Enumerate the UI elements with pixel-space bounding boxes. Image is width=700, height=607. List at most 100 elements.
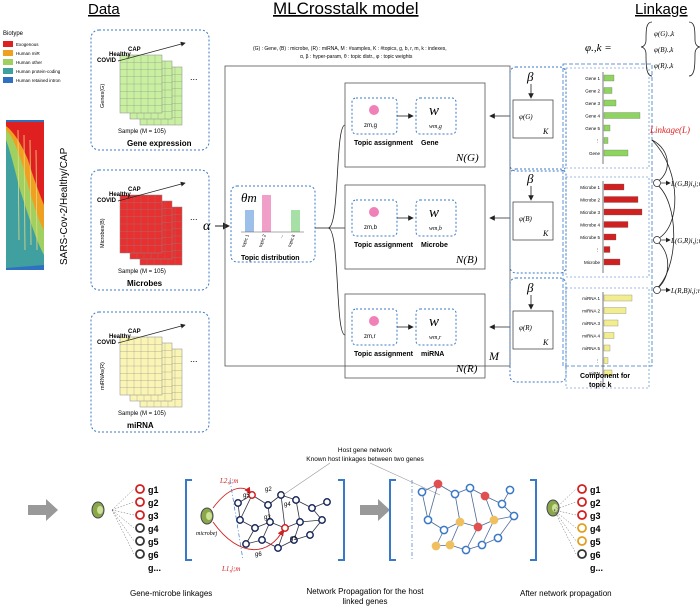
plate-z-label: zm,g xyxy=(364,123,377,129)
beta-symbol: β xyxy=(526,171,534,186)
plate-M xyxy=(224,65,511,367)
component-item-label: Microbe xyxy=(584,260,601,265)
gene-label: g3 xyxy=(148,511,159,521)
biotype-swatch xyxy=(3,59,13,65)
plate-w-symbol: w xyxy=(429,103,439,119)
gene-label: g1 xyxy=(590,485,601,495)
component-bar xyxy=(603,149,629,157)
biotype-label: Exogenous xyxy=(16,42,39,47)
caption-right: After network propagation xyxy=(520,589,612,598)
component-item-label: Gene 2 xyxy=(585,89,600,94)
gene-label: g1 xyxy=(148,485,159,495)
K-label: K xyxy=(542,229,549,238)
phi-box-2: βφ(R)K xyxy=(509,277,567,383)
component-bar xyxy=(603,294,633,302)
panel-ylabel: Genes(G) xyxy=(100,84,106,108)
biotype-swatch xyxy=(3,77,13,83)
component-item-label: miRNA 5 xyxy=(582,346,600,351)
component-bar xyxy=(603,196,639,203)
biotype-yaxis: SARS-Cov-2/Healthy/CAP xyxy=(59,147,70,265)
plate-z-label: zm,r xyxy=(364,334,376,340)
phi-label: φ(B) xyxy=(519,215,532,223)
biotype-label: Human other xyxy=(16,60,43,65)
component-item-label: Gene 3 xyxy=(585,101,600,106)
plate-w-label: wm,g xyxy=(429,124,442,130)
gene-label: g6 xyxy=(590,550,601,560)
gene-label: g4 xyxy=(148,524,159,534)
panel-ellipsis: ... xyxy=(190,212,198,222)
panel-ylabel: Microbes(B) xyxy=(100,218,106,248)
beta-symbol: β xyxy=(526,69,534,84)
component-bar xyxy=(603,183,625,191)
biotype-label: Human miR xyxy=(16,51,41,56)
component-label-2: topic k xyxy=(589,382,612,389)
microbe-label: microbej xyxy=(196,531,217,537)
phi-label: φ(R) xyxy=(519,324,532,332)
phi-lhs: φ.,k = xyxy=(585,42,612,54)
component-bar xyxy=(603,258,621,266)
panel-caption: Gene expression xyxy=(127,139,192,148)
biotype-swatch xyxy=(3,50,13,56)
plate-name: Gene xyxy=(421,140,439,147)
microbe-icon xyxy=(546,499,560,517)
plate-N: N(G) xyxy=(455,152,479,164)
link-l2-label: L2,j;m xyxy=(219,477,238,485)
phi-box-1: β φ(B) K xyxy=(509,168,567,274)
K-label: K xyxy=(542,127,549,136)
phi-box-0: βφ(G)K xyxy=(509,66,567,172)
component-bar xyxy=(603,246,611,253)
gene-label: g... xyxy=(148,563,161,573)
header-data: Data xyxy=(88,1,120,18)
component-label-1: Component for xyxy=(580,373,630,380)
panel-ellipsis: ... xyxy=(190,354,198,364)
component-item-label: miRNA 1 xyxy=(582,296,600,301)
gene-list-right: g1g2g3g4g5g6g... xyxy=(553,484,603,573)
component-bar xyxy=(603,99,617,107)
component-region xyxy=(562,63,653,367)
panel-cond-covid: COVID xyxy=(97,198,117,204)
biotype-swatch xyxy=(3,41,13,47)
component-item-label: miRN xyxy=(589,371,600,376)
linkage-label: Linkage(L) xyxy=(649,125,690,135)
biotype-area-chart xyxy=(6,120,44,270)
gene-label: g5 xyxy=(590,537,601,547)
plate-N: N(B) xyxy=(455,254,478,266)
notation-legend-2: α, β : hyper-param, θ : topic distr., φ … xyxy=(300,54,413,60)
plate-w-label: wm,b xyxy=(429,226,442,232)
alpha-symbol: α xyxy=(203,219,211,234)
biotype-label: Human retained intron xyxy=(16,78,61,83)
theta-label: θm xyxy=(241,190,257,205)
component-bar xyxy=(603,233,617,241)
component-item-label: Microbe 2 xyxy=(580,198,600,203)
node-g1-label: g1 xyxy=(290,536,297,542)
panel-cond-cap: CAP xyxy=(128,187,141,193)
linkage-term-2: L(R,B)i,j;m xyxy=(653,286,700,295)
plate-name: miRNA xyxy=(421,351,444,358)
gene-label: g6 xyxy=(148,550,159,560)
topic-tick-label: topic 1 xyxy=(241,233,250,248)
component-bar xyxy=(603,357,609,364)
component-item-label: ⋮ xyxy=(596,139,601,144)
gene-label: g5 xyxy=(148,537,159,547)
plate-topic-assignment: Topic assignment xyxy=(354,351,414,358)
panel-cond-cap: CAP xyxy=(128,329,141,335)
beta-symbol: β xyxy=(526,280,534,295)
node-g6-label: g6 xyxy=(255,552,262,558)
component-item-label: Microbe 3 xyxy=(580,210,600,215)
panel-ellipsis: ... xyxy=(190,72,198,82)
host-net-label-1: Host gene network xyxy=(338,447,393,454)
component-item-label: miRNA 2 xyxy=(582,309,600,314)
topic-tick-label: topic 2 xyxy=(258,233,267,248)
phi-vector: φ.,k = φ(G).,k φ(B).,k φ(R).,k xyxy=(585,21,700,77)
component-bar xyxy=(603,137,609,144)
panel-sample: Sample (M = 105) xyxy=(118,129,166,135)
link-l1-label: L1,j;m xyxy=(221,565,240,573)
